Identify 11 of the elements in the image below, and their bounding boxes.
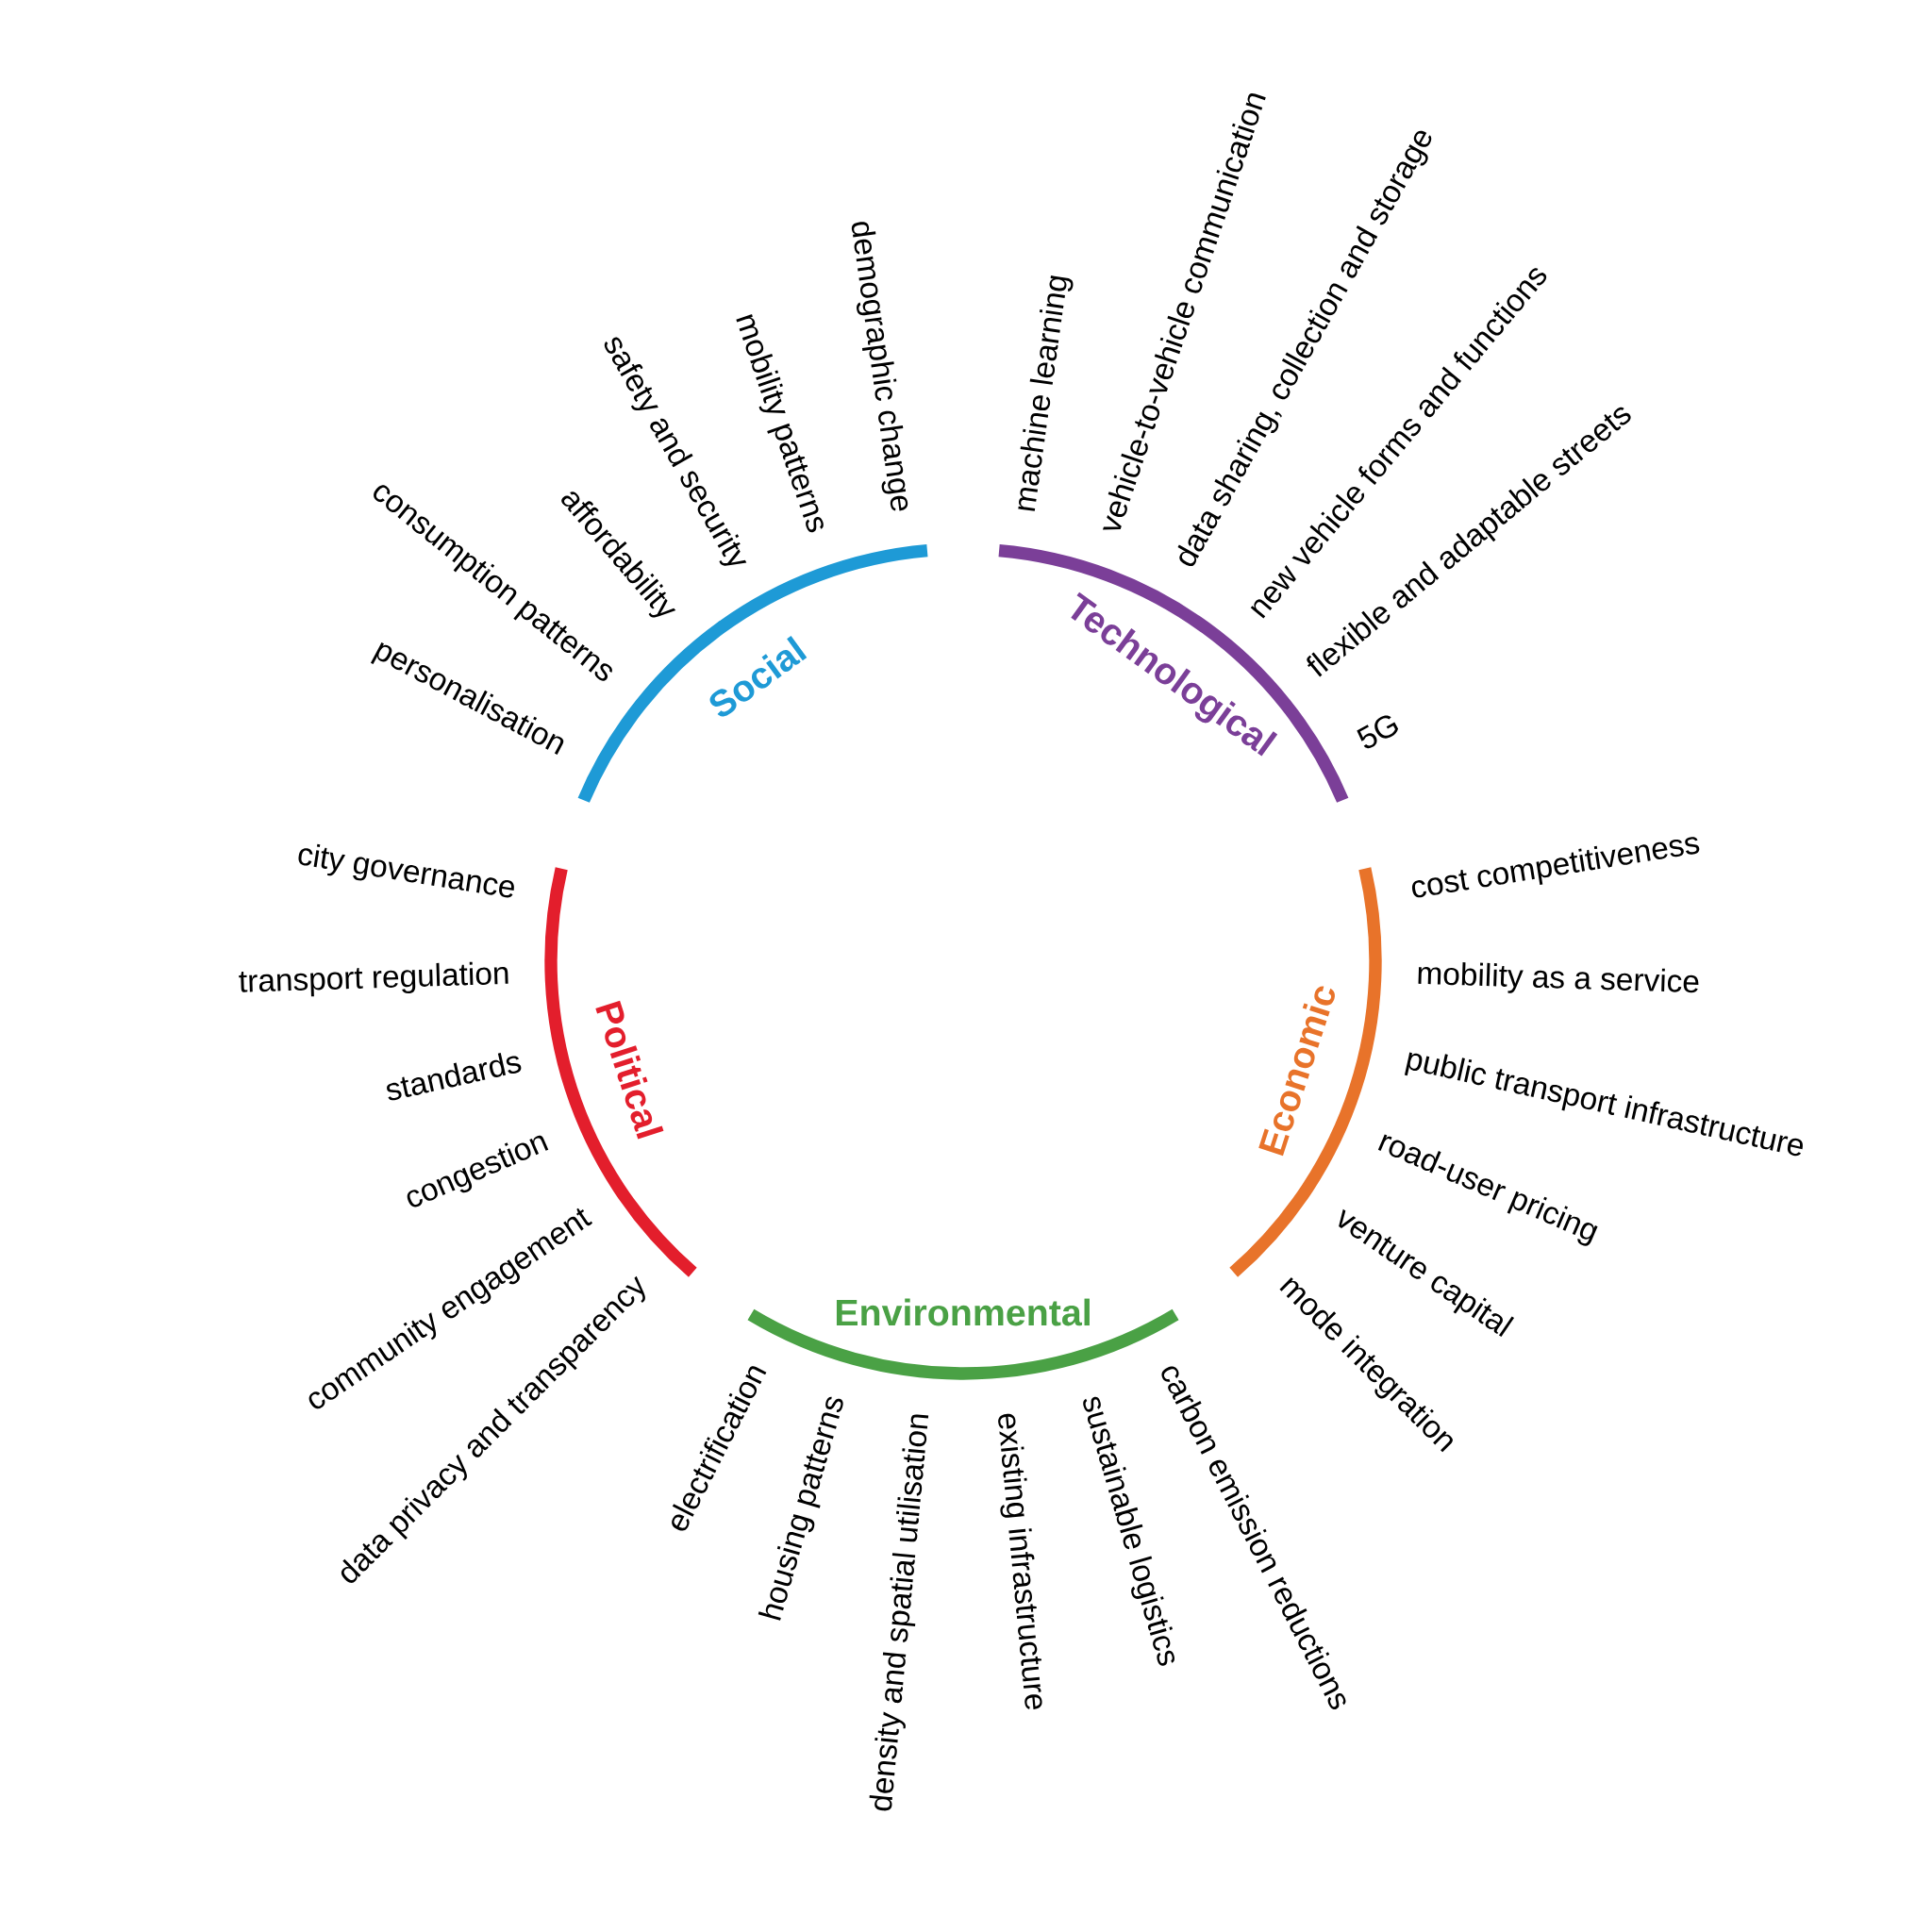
factor-label: demographic change (851, 222, 908, 511)
factor-label: existing infrastructure (998, 1413, 1042, 1709)
factor-label: 5G (1357, 715, 1399, 749)
factor-label: mobility as a service (1418, 962, 1699, 993)
factor-label: transport regulation (239, 961, 508, 997)
category-label: Environmental (836, 1298, 1090, 1326)
factor-label: density and spatial utilisation (869, 1414, 929, 1811)
factor-label: city governance (298, 843, 514, 898)
factor-label: cost competitiveness (1411, 837, 1700, 898)
factor-label: standards (387, 1053, 522, 1101)
factor-label: machine learning (1018, 275, 1074, 511)
